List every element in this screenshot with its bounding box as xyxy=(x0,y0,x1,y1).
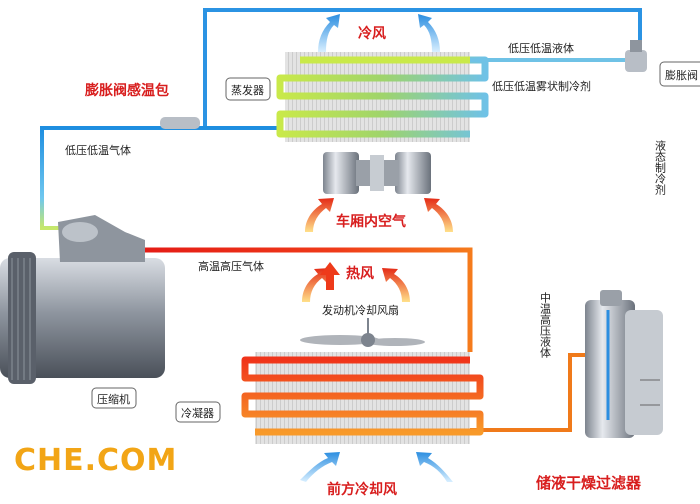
label-engine-fan: 发动机冷却风扇 xyxy=(322,303,399,317)
cabin-air-arrows xyxy=(305,198,453,232)
blower-fan xyxy=(323,152,431,194)
logo-text: CHE.COM xyxy=(14,443,177,478)
label-condenser: 冷凝器 xyxy=(181,406,214,420)
evaporator-callout: 蒸发器 xyxy=(225,77,271,101)
expansion-valve-callout: 膨胀阀 xyxy=(659,61,700,87)
label-hot-air: 热风 xyxy=(346,265,374,282)
pipe-high-pressure-gas xyxy=(140,247,473,352)
pipe-low-pressure-gas xyxy=(40,126,280,230)
expansion-valve-bulb xyxy=(160,117,200,129)
label-low-pressure-low-temp-gas: 低压低温气体 xyxy=(65,143,131,157)
cold-air-arrows xyxy=(318,14,440,52)
label-cabin-air: 车厢内空气 xyxy=(336,213,406,230)
pipe-mid-temp-liquid xyxy=(470,353,585,432)
hot-air-arrows xyxy=(302,262,410,302)
pipe-top-blue xyxy=(203,8,642,128)
front-cooling-air-arrows xyxy=(300,452,453,482)
evaporator xyxy=(276,52,625,142)
label-expansion-valve: 膨胀阀 xyxy=(665,68,698,82)
label-evaporator: 蒸发器 xyxy=(231,83,264,97)
label-compressor: 压缩机 xyxy=(97,392,130,406)
receiver-drier xyxy=(585,290,663,438)
label-low-pressure-low-temp-mist: 低压低温雾状制冷剂 xyxy=(492,79,591,93)
condenser xyxy=(241,352,484,444)
label-high-temp-high-pressure-gas: 高温高压气体 xyxy=(198,259,264,273)
label-front-cooling-air: 前方冷却风 xyxy=(327,481,397,498)
compressor xyxy=(0,215,165,384)
condenser-callout: 冷凝器 xyxy=(175,401,221,423)
label-receiver-drier: 储液干燥过滤器 xyxy=(536,474,642,492)
label-cold-air: 冷风 xyxy=(358,25,386,42)
label-mid-temp-high-pressure-liquid: 中温高压液体 xyxy=(539,292,552,358)
expansion-valve xyxy=(625,40,647,72)
compressor-callout: 压缩机 xyxy=(91,387,137,409)
engine-fan xyxy=(300,318,425,347)
label-low-pressure-low-temp-liquid: 低压低温液体 xyxy=(508,41,574,55)
label-expansion-valve-bulb: 膨胀阀感温包 xyxy=(85,82,169,99)
label-liquid-refrigerant: 液态制冷剂 xyxy=(654,139,667,196)
